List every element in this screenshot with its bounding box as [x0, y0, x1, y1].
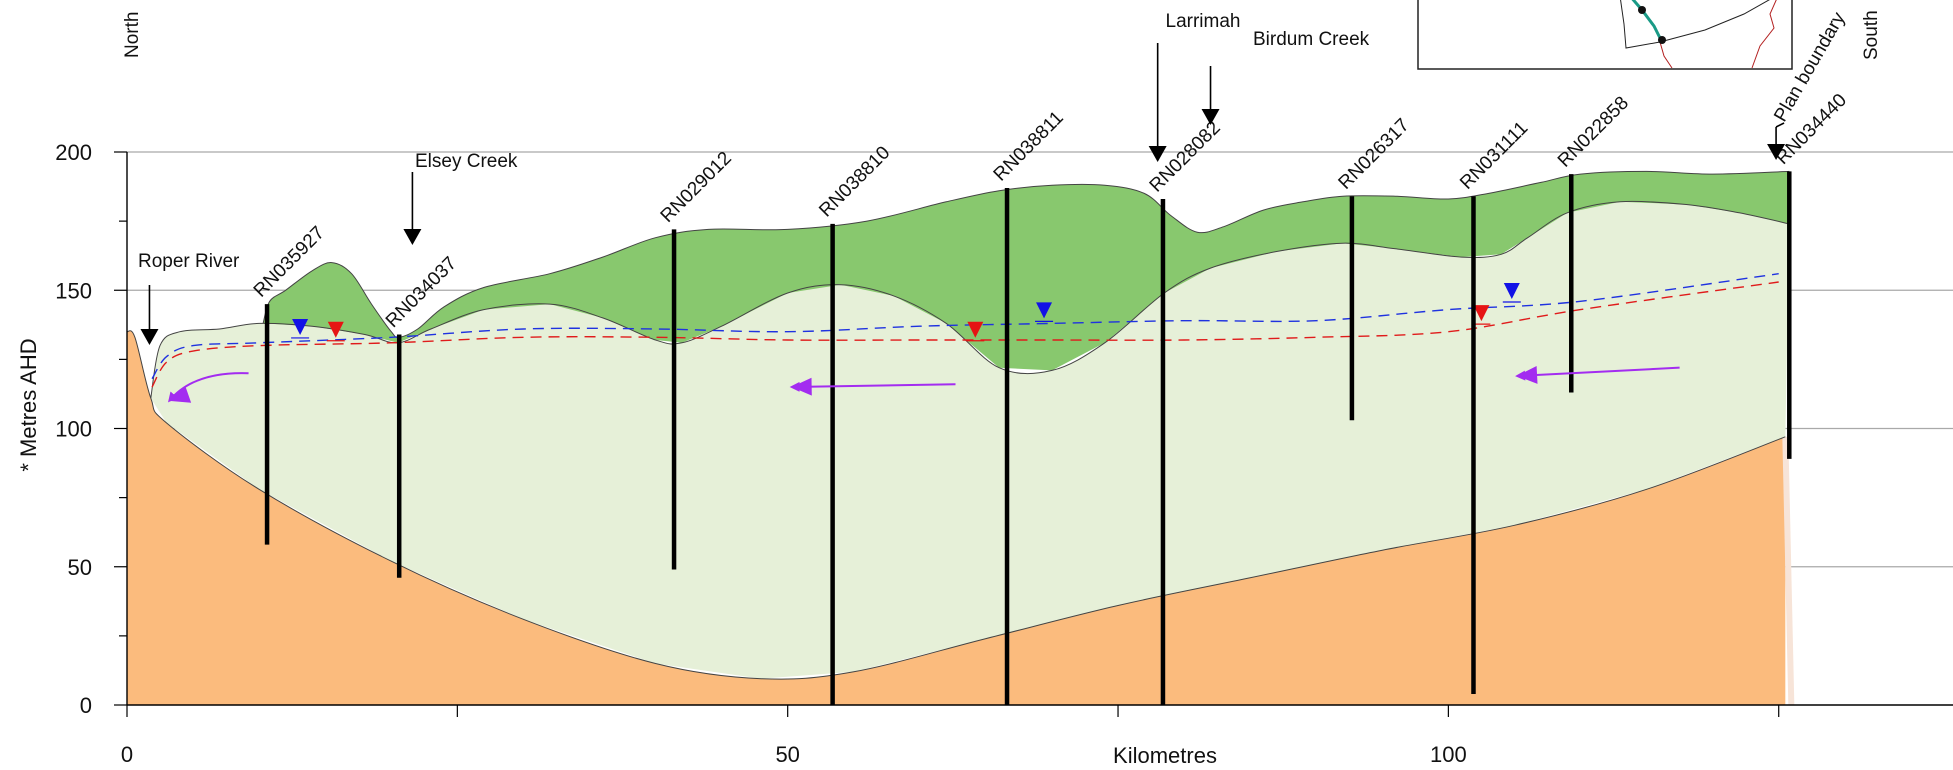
direction-north-label: North [122, 12, 143, 58]
basement-edge [1782, 436, 1795, 706]
flow-arrows [168, 365, 1680, 403]
bore-label-rn029012: RN029012 [657, 148, 736, 227]
water-level-marker-blue-icon [1503, 283, 1520, 300]
basement-layer [127, 330, 1786, 705]
bore-label-rn031111: RN031111 [1456, 118, 1532, 194]
flow-arrowhead-icon [1517, 365, 1538, 384]
y-axis-title: * Metres AHD [16, 338, 41, 471]
feature-arrow-down-icon [1201, 109, 1220, 125]
y-tick-label: 50 [68, 555, 92, 580]
bore-label-rn038811: RN038811 [990, 107, 1068, 185]
water-level-red-line [151, 281, 1779, 388]
water-level-marker-red-icon [327, 321, 344, 338]
y-tick-label: 0 [80, 693, 92, 718]
water-level-marker-blue-icon [1036, 302, 1053, 319]
water-level-marker-red-icon [967, 321, 984, 338]
bore-label-rn038810: RN038810 [815, 142, 894, 221]
geology-layers [126, 170, 1795, 706]
water-level-marker-blue-icon [292, 318, 309, 335]
groundwater-flow-arrow [789, 381, 956, 392]
feature-arrow-down-icon [1148, 146, 1167, 162]
bore-label-rn026317: RN026317 [1335, 115, 1414, 194]
groundwater-flow-arrow [1515, 366, 1680, 381]
cover-layer [263, 171, 1790, 371]
x-tick-label: 50 [775, 742, 799, 767]
x-axis-title: Kilometres [1113, 743, 1217, 768]
feature-arrow-down-icon [1767, 144, 1786, 160]
x-tick-label: 0 [121, 742, 133, 767]
feature-arrow-down-icon [140, 329, 159, 345]
y-tick-label: 150 [55, 278, 92, 303]
feature-arrow-down-icon [403, 229, 422, 245]
feature-label-roper-river: Roper River [138, 251, 240, 272]
water-level-marker-red-icon [1473, 305, 1490, 322]
feature-label-larrimah: Larrimah [1166, 11, 1241, 32]
groundwater-flow-arrow [168, 372, 249, 403]
basement-boundary [126, 330, 1786, 680]
y-tick-label: 200 [55, 140, 92, 165]
feature-label-elsey-creek: Elsey Creek [415, 151, 518, 172]
feature-label-birdum-creek: Birdum Creek [1253, 29, 1370, 50]
x-tick-label: 100 [1430, 742, 1467, 767]
direction-south-label: South [1861, 10, 1882, 60]
axes: 200 150 100 50 0 0 50 100 [55, 140, 1953, 767]
aquifer-boundary [150, 200, 1790, 399]
aquifer-layer [134, 201, 1790, 679]
y-tick-label: 100 [55, 417, 92, 442]
water-level-lines [151, 273, 1779, 388]
feature-arrow-bend [1775, 122, 1785, 128]
flow-arrowhead-icon [791, 377, 812, 396]
cover-boundary [262, 170, 1790, 338]
flow-arrowhead-icon [169, 385, 192, 403]
bore-label-rn022858: RN022858 [1554, 93, 1633, 172]
location-inset-map [1417, 0, 1793, 70]
